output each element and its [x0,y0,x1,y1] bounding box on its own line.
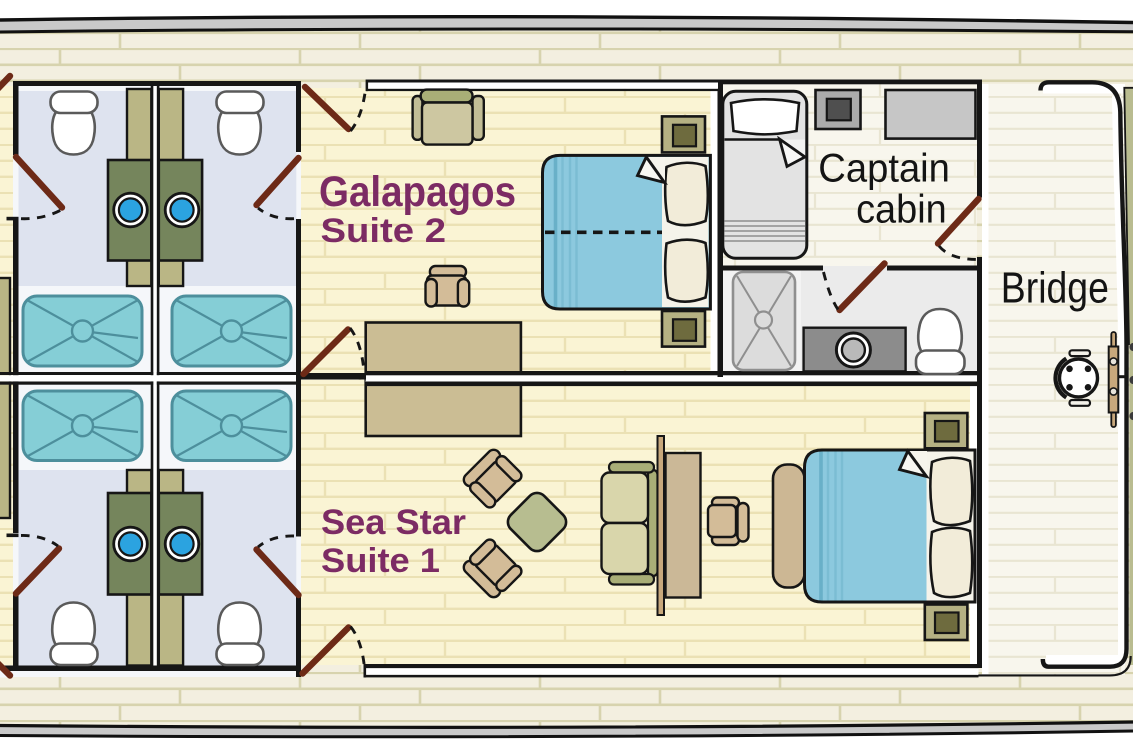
svg-text:cabin: cabin [856,188,947,232]
svg-text:Bridge: Bridge [1001,264,1109,312]
svg-text:Captain: Captain [818,147,950,191]
svg-text:Galapagos: Galapagos [319,169,516,216]
svg-text:Sea Star: Sea Star [321,503,466,542]
svg-text:Suite 1: Suite 1 [321,542,440,580]
svg-text:Suite 2: Suite 2 [321,212,447,250]
